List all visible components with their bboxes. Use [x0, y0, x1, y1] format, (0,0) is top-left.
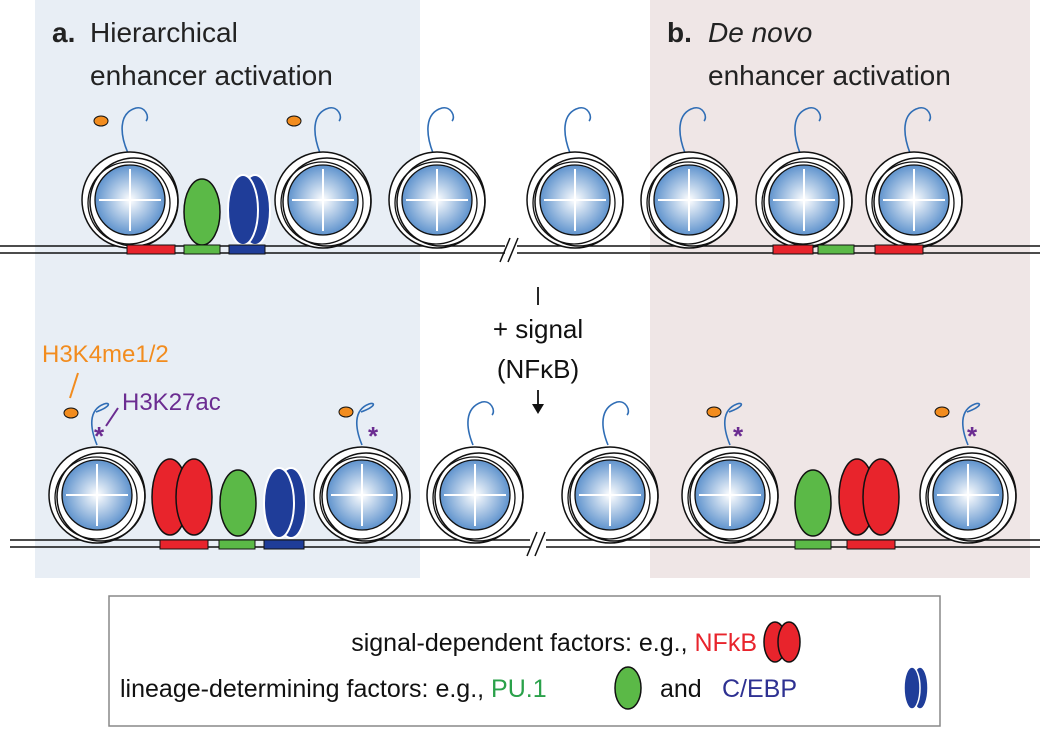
nucleosome-icon — [681, 446, 779, 544]
histone-tail-icon — [121, 107, 932, 154]
cebp-site — [263, 539, 305, 550]
legend-box — [108, 595, 941, 727]
acetyl-mark-icon: * — [967, 421, 978, 451]
acetyl-mark-icon: * — [368, 421, 379, 451]
nucleosome-icon — [526, 151, 624, 249]
panel-b-title-line2: enhancer activation — [708, 60, 951, 91]
methyl-mark-icon — [934, 406, 950, 418]
cebp-site — [228, 244, 266, 255]
pu1-oval-icon — [614, 666, 642, 710]
nucleosome-icon — [81, 151, 179, 249]
h3k27-label: H3K27ac — [122, 389, 221, 416]
legend-cebp-label: C/EBP — [722, 675, 797, 703]
dna-break-icon — [499, 237, 519, 263]
nfkb-site — [874, 244, 924, 255]
nucleosome-icon — [755, 151, 853, 249]
signal-factor-label: (NFκB) — [497, 354, 579, 384]
acetyl-mark-icon: * — [94, 421, 105, 451]
nucleosome-icon — [388, 151, 486, 249]
nucleosome-icon — [48, 446, 146, 544]
nucleosome-icon — [865, 151, 963, 249]
nucleosome-icon — [561, 446, 659, 544]
h3k27-pointer — [105, 407, 119, 427]
nfkb-site — [846, 539, 896, 550]
legend-pu1-label: PU.1 — [491, 675, 547, 703]
nfkb-dimer-icon — [151, 458, 213, 536]
methyl-mark-icon — [286, 115, 302, 127]
pu1-site — [183, 244, 221, 255]
nucleosome-icon — [313, 446, 411, 544]
nfkb-site — [772, 244, 814, 255]
h3k4-label: H3K4me1/2 — [42, 341, 169, 368]
cebp-dimer-icon — [903, 666, 929, 710]
legend-row1: signal-dependent factors: e.g., NFkB — [351, 629, 757, 657]
methyl-mark-icon — [338, 406, 354, 418]
nucleosome-icon — [426, 446, 524, 544]
panel-a-title-line1: Hierarchical — [90, 17, 238, 48]
panel-b-letter: b. — [667, 17, 692, 48]
panel-a-letter: a. — [52, 17, 75, 48]
panel-a-title-line2: enhancer activation — [90, 60, 333, 91]
pu1-oval-icon — [794, 469, 832, 537]
acetyl-mark-icon: * — [733, 421, 744, 451]
methyl-mark-icon — [63, 407, 79, 419]
nucleosome-icon — [640, 151, 738, 249]
cebp-dimer-icon — [227, 174, 271, 246]
signal-label: + signal — [493, 314, 583, 344]
cebp-dimer-icon — [263, 467, 307, 539]
nfkb-dimer-icon — [763, 621, 801, 663]
nfkb-site — [126, 244, 176, 255]
pu1-site — [218, 539, 256, 550]
nucleosome-icon — [919, 446, 1017, 544]
nfkb-dimer-icon — [838, 458, 900, 536]
panel-b-title-line1: De novo — [708, 17, 812, 48]
pu1-site — [794, 539, 832, 550]
legend-row2: lineage-determining factors: e.g., PU.1 — [120, 675, 547, 703]
pu1-site — [817, 244, 855, 255]
h3k4-pointer — [69, 372, 79, 399]
legend-nfkb-label: NFkB — [695, 629, 758, 657]
signal-arrow-head — [532, 404, 544, 414]
nfkb-site — [159, 539, 209, 550]
dna-break-icon — [526, 531, 546, 557]
methyl-mark-icon — [93, 115, 109, 127]
histone-tail-icon — [91, 401, 981, 446]
pu1-oval-icon — [183, 178, 221, 246]
legend-and: and — [660, 675, 702, 703]
methyl-mark-icon — [706, 406, 722, 418]
pu1-oval-icon — [219, 469, 257, 537]
nucleosome-icon — [274, 151, 372, 249]
